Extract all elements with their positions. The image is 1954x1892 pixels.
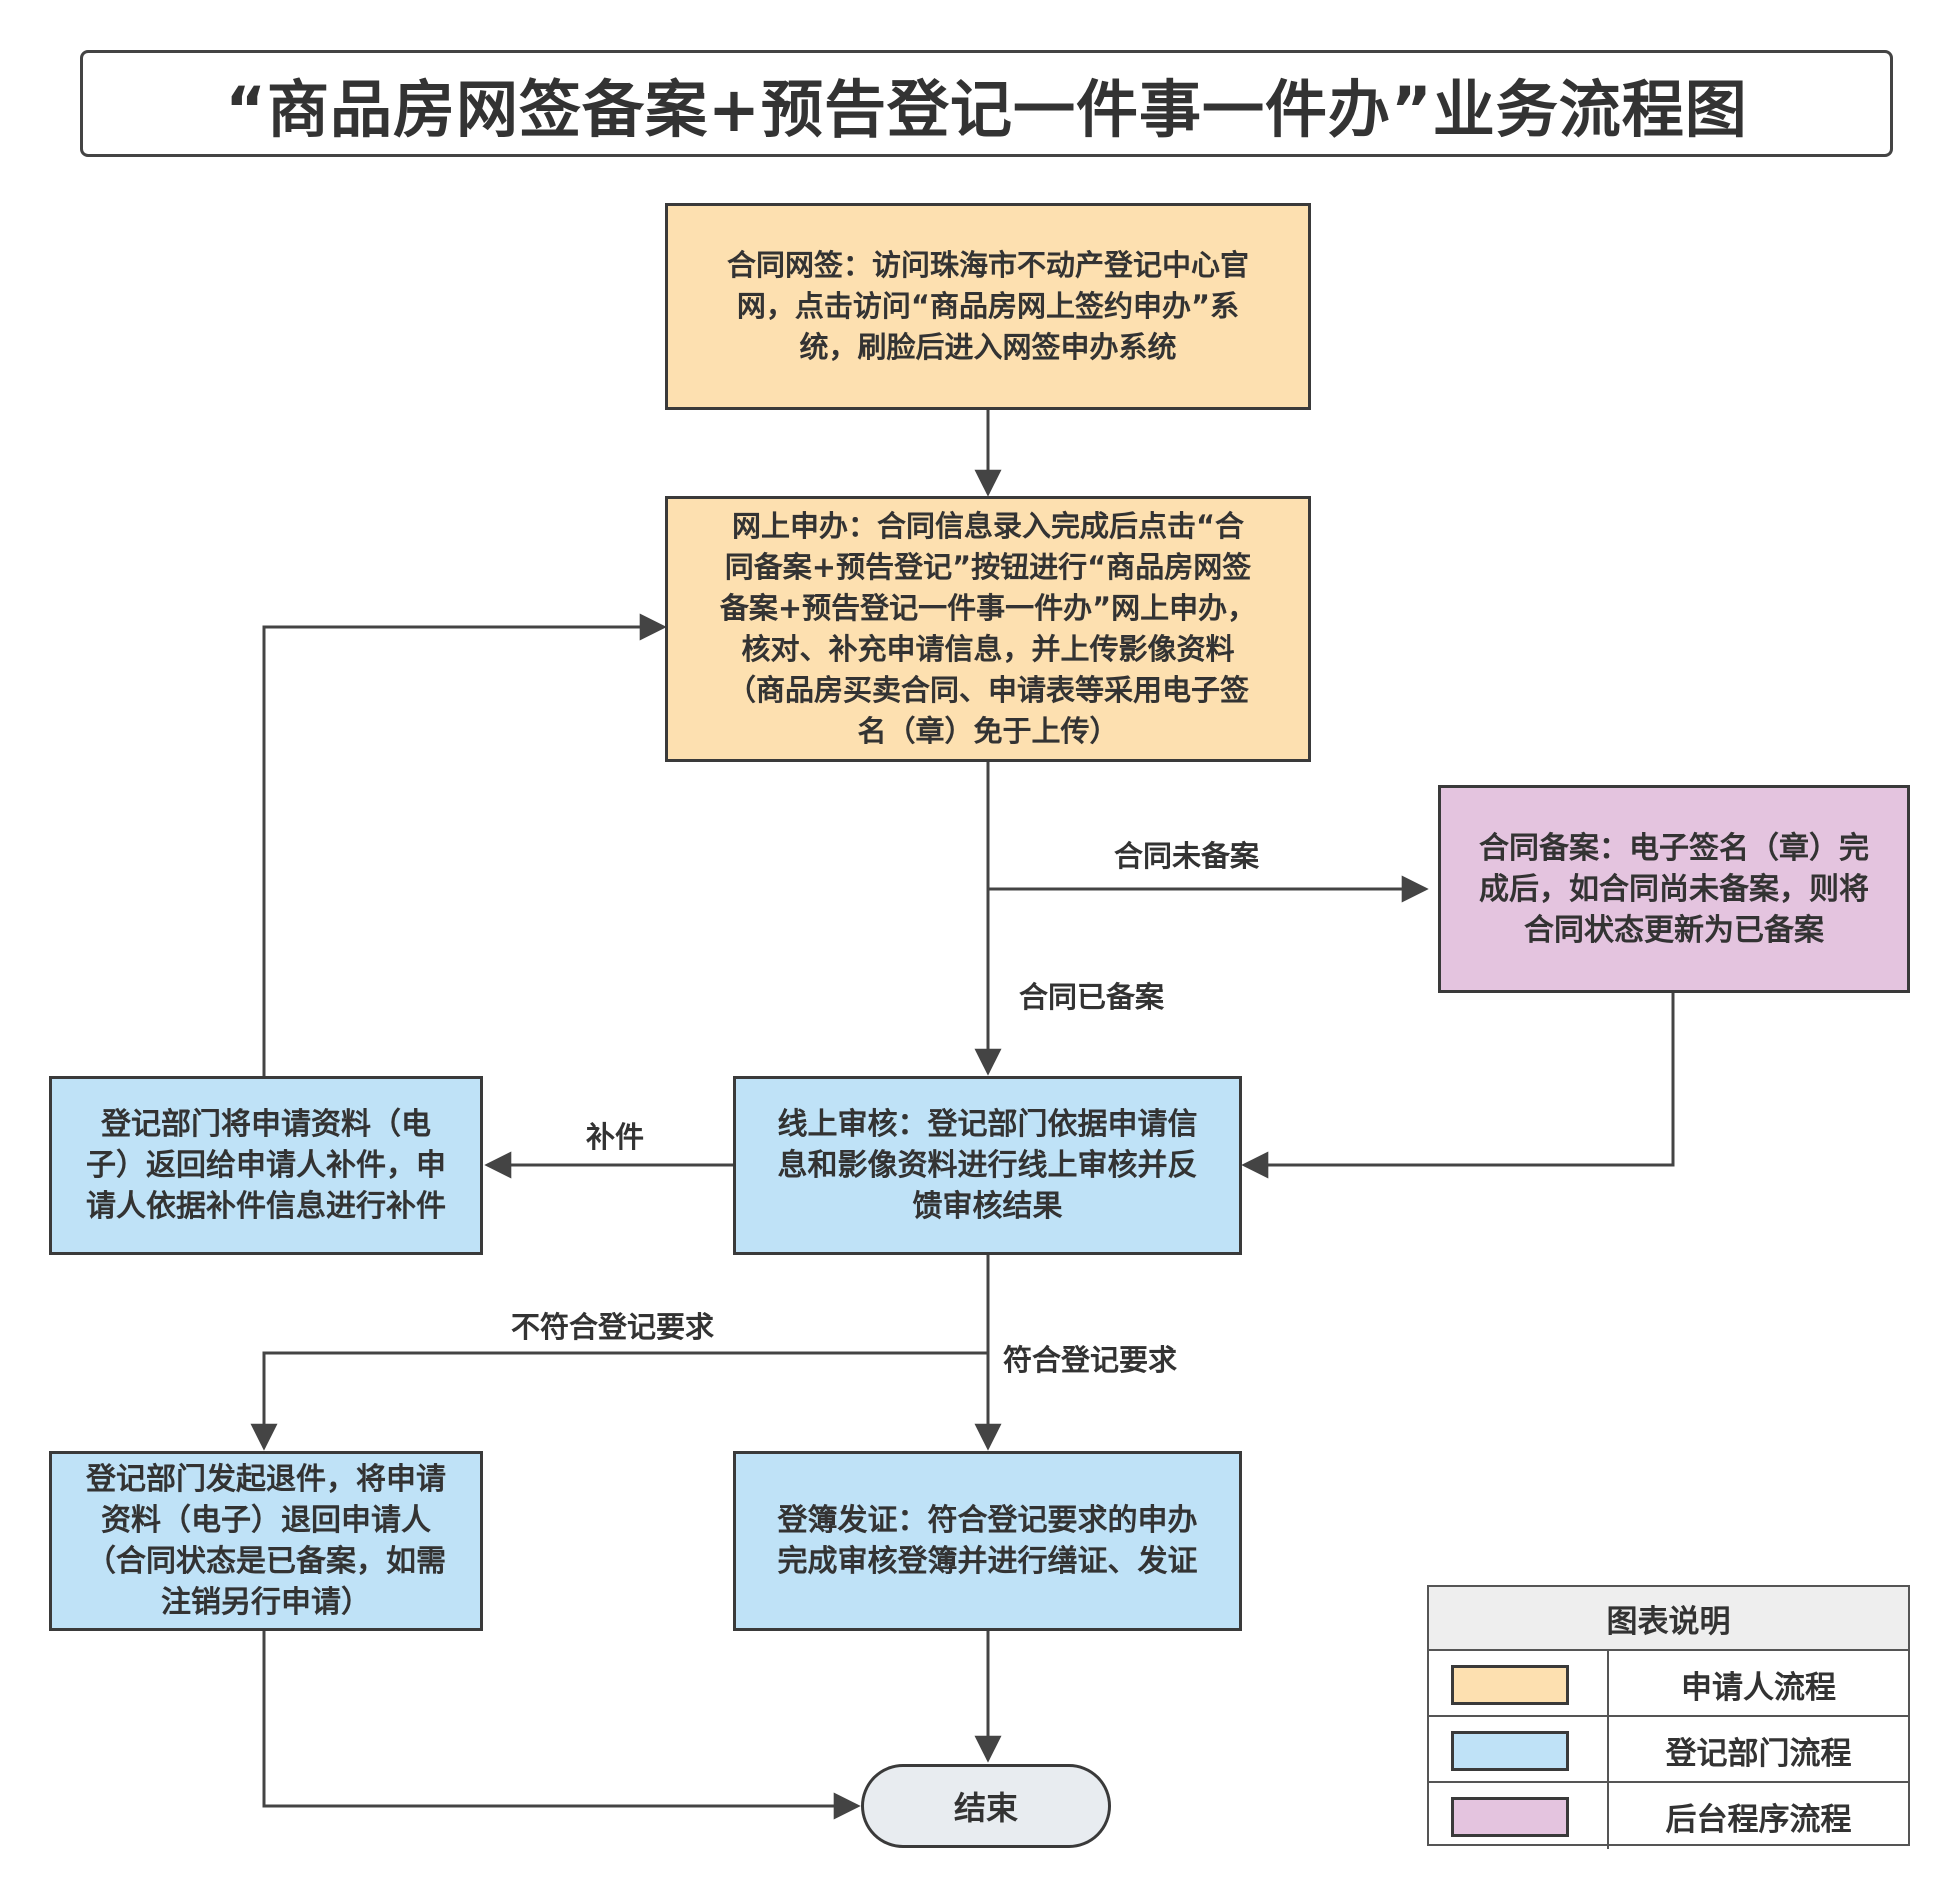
node-text-line: 登记部门将申请资料（电	[101, 1107, 431, 1142]
node-online-review: 线上审核：登记部门依据申请信 息和影像资料进行线上审核并反 馈审核结果	[733, 1076, 1242, 1255]
node-text-line: 统，刷脸后进入网签申办系统	[799, 330, 1177, 364]
title-box: “商品房网签备案+预告登记一件事一件办”业务流程图	[80, 50, 1893, 157]
legend-item-dept: 登记部门流程	[1429, 1715, 1908, 1783]
node-text-line: 息和影像资料进行线上审核并反	[777, 1148, 1198, 1183]
node-text-line: 成后，如合同尚未备案，则将	[1479, 871, 1869, 907]
node-text-line: 备案+预告登记一件事一件办”网上申办，	[719, 591, 1257, 625]
legend: 图表说明 申请人流程 登记部门流程 后台程序流程	[1427, 1585, 1910, 1849]
legend-label: 后台程序流程	[1665, 1801, 1852, 1838]
node-text-line: 合同备案：电子签名（章）完	[1479, 830, 1869, 866]
node-online-apply: 网上申办：合同信息录入完成后点击“合 同备案+预告登记”按钮进行“商品房网签 备…	[665, 496, 1311, 762]
node-supplement: 登记部门将申请资料（电 子）返回给申请人补件，申 请人依据补件信息进行补件	[49, 1076, 483, 1255]
legend-title: 图表说明	[1429, 1587, 1908, 1651]
label-filed: 合同已备案	[1019, 980, 1165, 1014]
legend-swatch	[1451, 1665, 1569, 1705]
node-return: 登记部门发起退件，将申请 资料（电子）退回申请人 （合同状态是已备案，如需 注销…	[49, 1451, 483, 1631]
label-compliant: 符合登记要求	[1003, 1343, 1178, 1377]
node-text-line: 合同状态更新为已备案	[1524, 912, 1824, 948]
legend-divider	[1607, 1651, 1609, 1717]
node-text-line: 注销另行申请）	[161, 1585, 371, 1620]
node-text-line: 登簿发证：符合登记要求的申办	[777, 1503, 1198, 1538]
node-register-issue: 登簿发证：符合登记要求的申办 完成审核登簿并进行缮证、发证	[733, 1451, 1242, 1631]
diagram-title: “商品房网签备案+预告登记一件事一件办”业务流程图	[225, 72, 1748, 146]
node-end: 结束	[861, 1764, 1111, 1848]
edge-supplement-to-apply	[262, 613, 667, 1076]
legend-label: 登记部门流程	[1665, 1735, 1852, 1772]
edge-not-compliant	[250, 1351, 988, 1451]
legend-divider	[1607, 1717, 1609, 1783]
label-not-compliant: 不符合登记要求	[511, 1310, 715, 1344]
node-text-line: 子）返回给申请人补件，申	[86, 1148, 446, 1183]
legend-item-applicant: 申请人流程	[1429, 1649, 1908, 1717]
node-text-line: 线上审核：登记部门依据申请信	[777, 1107, 1198, 1142]
label-supplement: 补件	[586, 1120, 645, 1154]
node-text-line: 网上申办：合同信息录入完成后点击“合	[731, 509, 1245, 543]
end-label: 结束	[953, 1789, 1018, 1827]
edge-filing-to-review	[1241, 993, 1675, 1179]
node-text-line: 完成审核登簿并进行缮证、发证	[777, 1544, 1198, 1579]
node-text-line: 合同网签：访问珠海市不动产登记中心官	[726, 248, 1249, 282]
label-not-filed: 合同未备案	[1114, 839, 1260, 873]
legend-swatch	[1451, 1797, 1569, 1837]
node-text-line: 登记部门发起退件，将申请	[86, 1462, 446, 1497]
node-text-line: （商品房买卖合同、申请表等采用电子签	[726, 673, 1249, 707]
legend-divider	[1607, 1783, 1609, 1849]
legend-label: 申请人流程	[1681, 1669, 1836, 1706]
node-text-line: 名（章）免于上传）	[857, 714, 1119, 748]
node-text-line: 网，点击访问“商品房网上签约申办”系	[736, 289, 1240, 323]
node-text-line: 馈审核结果	[912, 1189, 1063, 1224]
node-contract-filing: 合同备案：电子签名（章）完 成后，如合同尚未备案，则将 合同状态更新为已备案	[1438, 785, 1910, 993]
edge-return-to-end	[262, 1631, 861, 1820]
legend-item-backend: 后台程序流程	[1429, 1781, 1908, 1849]
legend-swatch	[1451, 1731, 1569, 1771]
node-text-line: 资料（电子）退回申请人	[101, 1503, 431, 1538]
node-text-line: 同备案+预告登记”按钮进行“商品房网签	[724, 550, 1252, 584]
node-text-line: 请人依据补件信息进行补件	[86, 1189, 446, 1224]
node-text-line: （合同状态是已备案，如需	[86, 1544, 446, 1579]
node-contract-sign: 合同网签：访问珠海市不动产登记中心官 网，点击访问“商品房网上签约申办”系 统，…	[665, 203, 1311, 410]
node-text-line: 核对、补充申请信息，并上传影像资料	[741, 632, 1235, 666]
